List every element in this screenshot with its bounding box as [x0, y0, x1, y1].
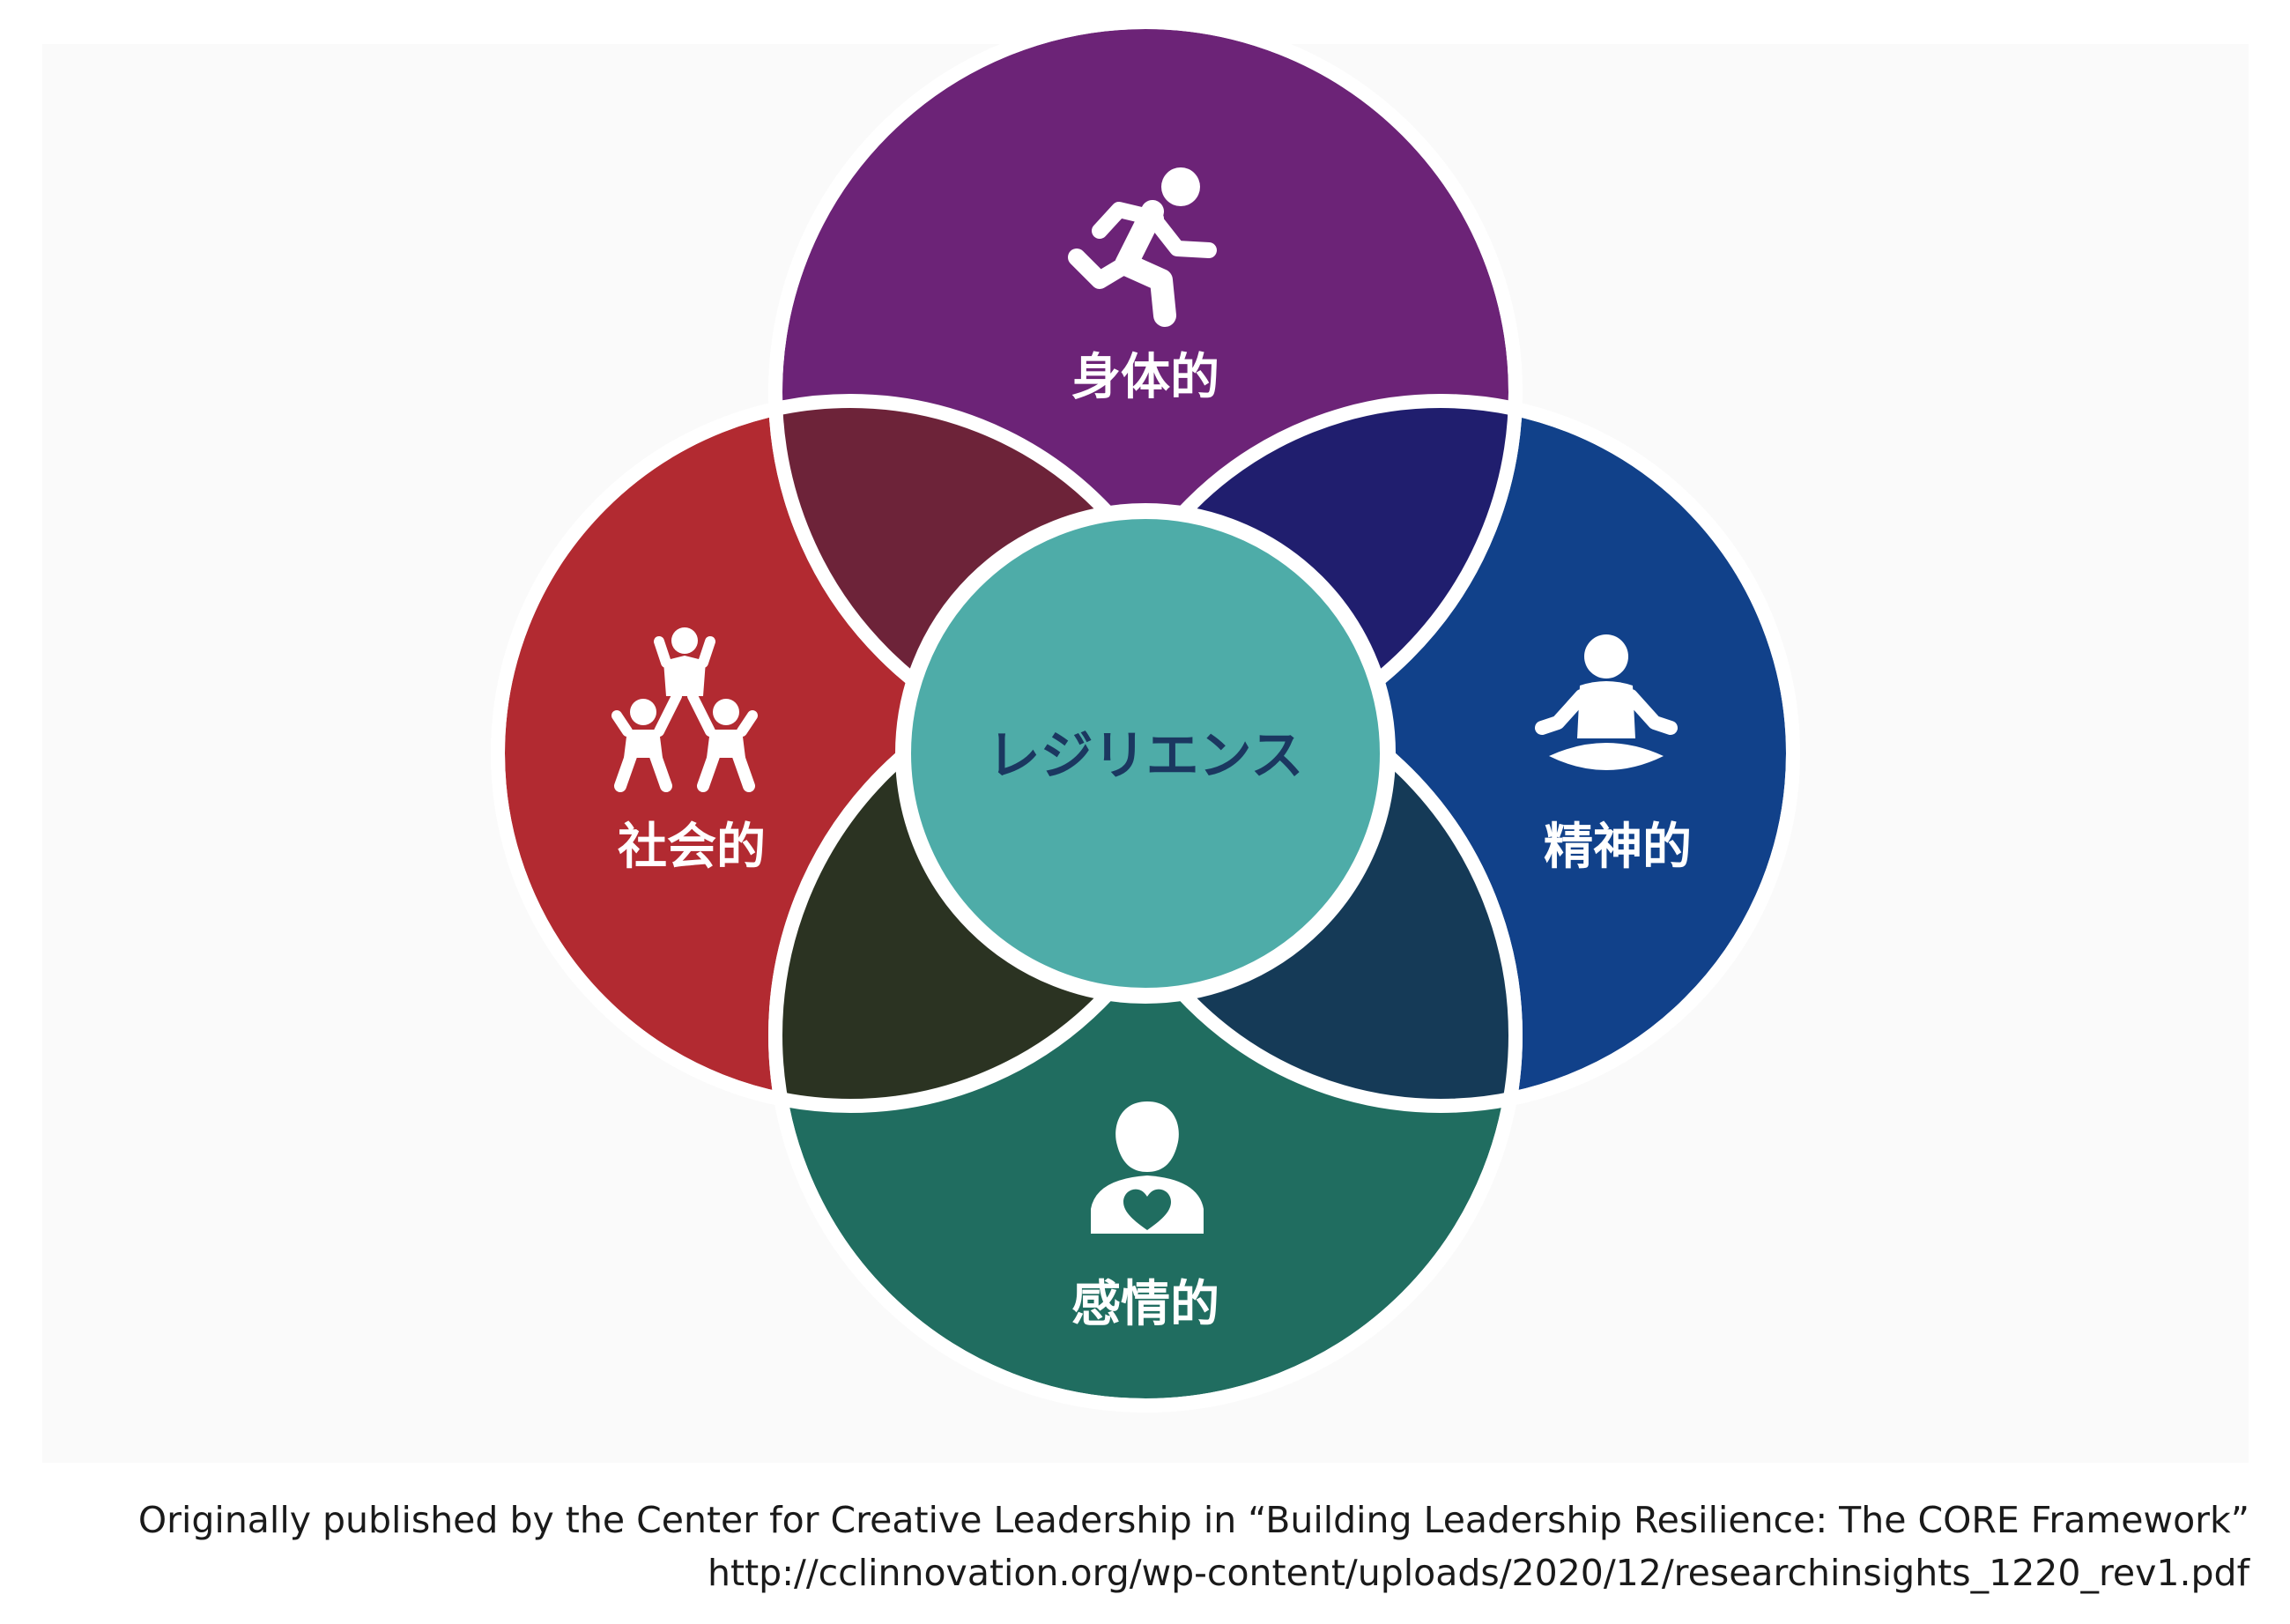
- credit-url[interactable]: http://cclinnovation.org/wp-content/uplo…: [708, 1552, 2249, 1594]
- running-person-icon: [1068, 167, 1217, 327]
- petal-physical-label: 身体的: [1071, 349, 1219, 406]
- credit-block: Originally published by the Center for C…: [138, 1494, 2249, 1599]
- petal-emotional-label: 感情的: [1071, 1276, 1219, 1333]
- people-pyramid-icon: [611, 627, 758, 792]
- petal-social-label: 社会的: [618, 819, 766, 876]
- petal-mental-label: 精神的: [1544, 819, 1692, 876]
- center-label: レジリエンス: [988, 725, 1304, 787]
- meditating-person-icon: [1535, 634, 1678, 770]
- credit-source-text: Originally published by the Center for C…: [137, 1499, 2249, 1541]
- center-circle: [895, 503, 1396, 1004]
- person-heart-icon: [1091, 1101, 1204, 1234]
